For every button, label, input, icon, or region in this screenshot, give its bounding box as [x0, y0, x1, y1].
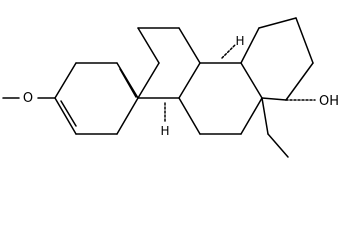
ring-d: [240, 17, 314, 101]
ring-c: [178, 62, 263, 135]
ring-b: [137, 27, 201, 99]
chemical-structure-diagram: O OH H H: [2, 17, 339, 158]
methoxy-group: O: [2, 91, 56, 106]
methoxy-oxygen-label: O: [23, 91, 33, 106]
hydrogen-top-label: H: [235, 34, 244, 48]
ring-a: [54, 62, 139, 135]
hydroxyl-group: OH: [285, 94, 339, 109]
stereo-hydrogens: H H: [160, 34, 244, 138]
ethyl-group: [261, 97, 289, 158]
hydroxyl-label: OH: [319, 94, 339, 109]
hydrogen-bottom-label: H: [160, 124, 169, 138]
